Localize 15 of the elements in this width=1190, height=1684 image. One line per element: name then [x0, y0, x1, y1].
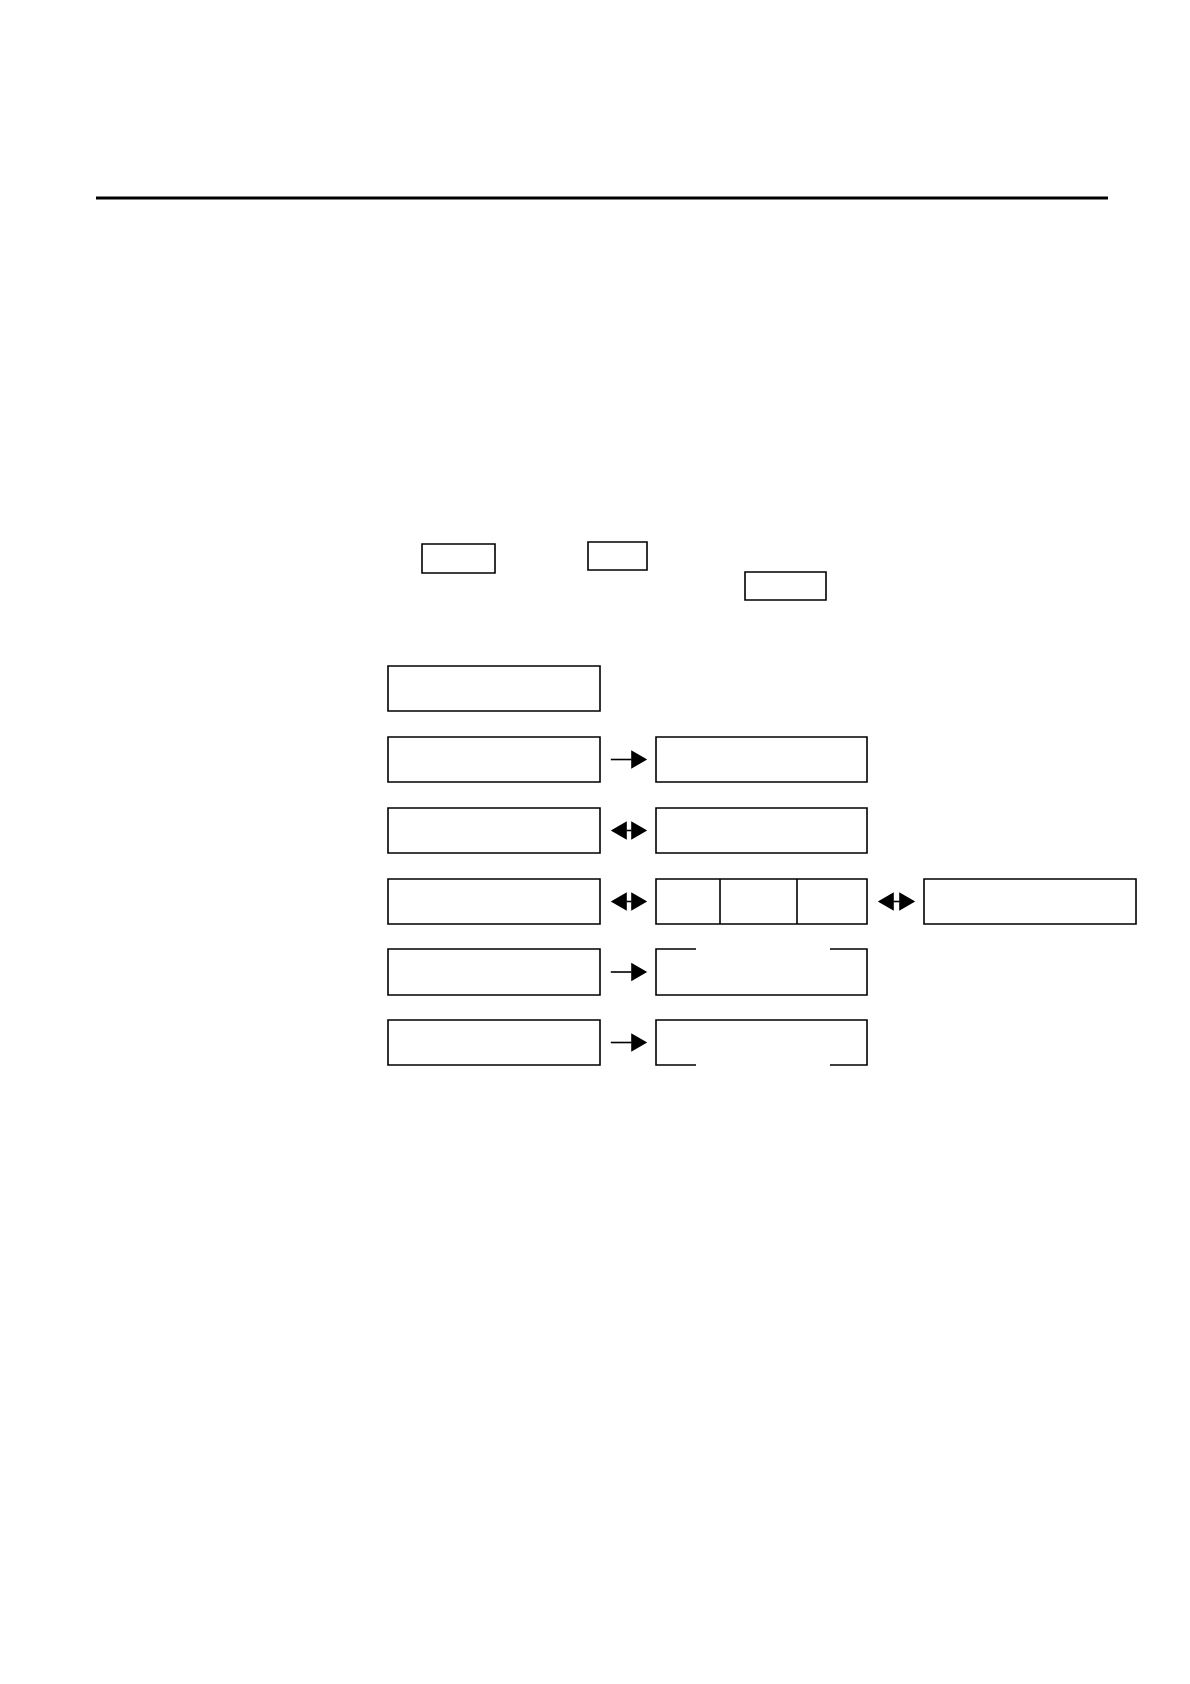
box: [655, 807, 868, 854]
box: [587, 541, 648, 571]
box: [655, 1019, 868, 1066]
box: [744, 571, 827, 601]
box: [923, 878, 1137, 925]
box: [387, 878, 601, 925]
box: [387, 1019, 601, 1066]
box: [387, 665, 601, 712]
box: [387, 807, 601, 854]
box: [655, 948, 868, 996]
box: [421, 543, 496, 574]
box: [655, 736, 868, 783]
box: [387, 948, 601, 996]
box: [655, 878, 868, 925]
box: [387, 736, 601, 783]
